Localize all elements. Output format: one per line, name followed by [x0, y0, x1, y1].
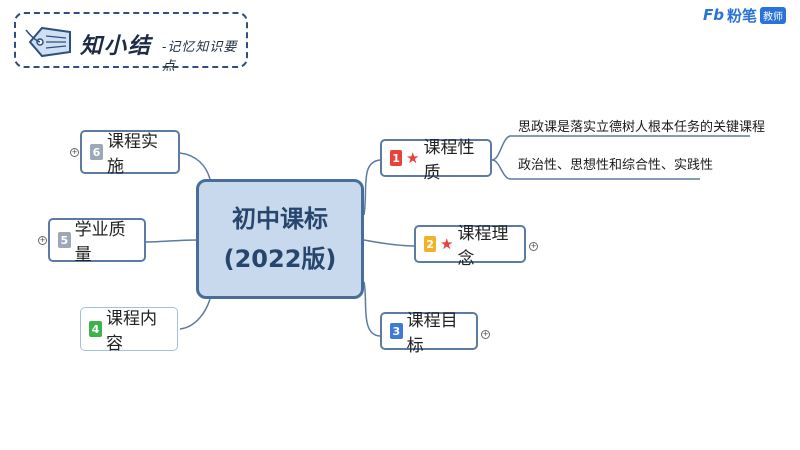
brand-logo-mark: Fb: [703, 6, 724, 24]
number-badge-5: 5: [58, 232, 71, 248]
brand-logo: Fb 粉笔 教师: [703, 6, 786, 25]
expand-icon[interactable]: +: [481, 330, 490, 339]
topic-course-content[interactable]: 4 课程内容: [80, 307, 178, 354]
expand-icon[interactable]: +: [529, 242, 538, 251]
expand-icon[interactable]: +: [70, 148, 79, 157]
expand-icon[interactable]: +: [38, 236, 47, 245]
number-badge-2: 2: [424, 236, 437, 252]
topic-course-goals[interactable]: 3 课程目标: [380, 311, 478, 356]
topic-label: 课程理念: [457, 224, 509, 269]
brand-badge: 教师: [760, 6, 786, 24]
star-icon: ★: [440, 235, 454, 253]
topic-course-nature[interactable]: 1 ★ 课程性质: [380, 138, 492, 183]
central-topic-title: 初中课标: [232, 205, 328, 233]
topic-label: 课程目标: [406, 311, 458, 356]
subtopic-characteristics: 政治性、思想性和综合性、实践性: [518, 158, 714, 173]
tag-icon: [25, 26, 71, 58]
header-title: 知小结: [80, 33, 153, 59]
summary-header: 知小结 -记忆知识要点: [14, 12, 248, 74]
number-badge-6: 6: [90, 144, 103, 160]
number-badge-3: 3: [390, 323, 403, 339]
topic-label: 课程性质: [423, 138, 475, 183]
topic-academic-quality[interactable]: 5 学业质量: [48, 218, 146, 265]
number-badge-4: 4: [89, 321, 102, 337]
topic-label: 学业质量: [74, 220, 126, 265]
topic-label: 课程内容: [105, 309, 157, 354]
number-badge-1: 1: [390, 150, 403, 166]
topic-course-implementation[interactable]: 6 课程实施: [80, 130, 180, 177]
star-icon: ★: [406, 149, 420, 167]
header-subtitle: -记忆知识要点: [162, 40, 238, 74]
topic-course-concept[interactable]: 2 ★ 课程理念: [414, 224, 526, 269]
brand-name: 粉笔: [726, 6, 757, 25]
subtopic-key-course: 思政课是落实立德树人根本任务的关键课程: [518, 120, 766, 135]
central-topic-edition: (2022版): [223, 245, 337, 273]
central-topic[interactable]: 初中课标 (2022版): [196, 179, 364, 299]
topic-label: 课程实施: [106, 132, 158, 177]
